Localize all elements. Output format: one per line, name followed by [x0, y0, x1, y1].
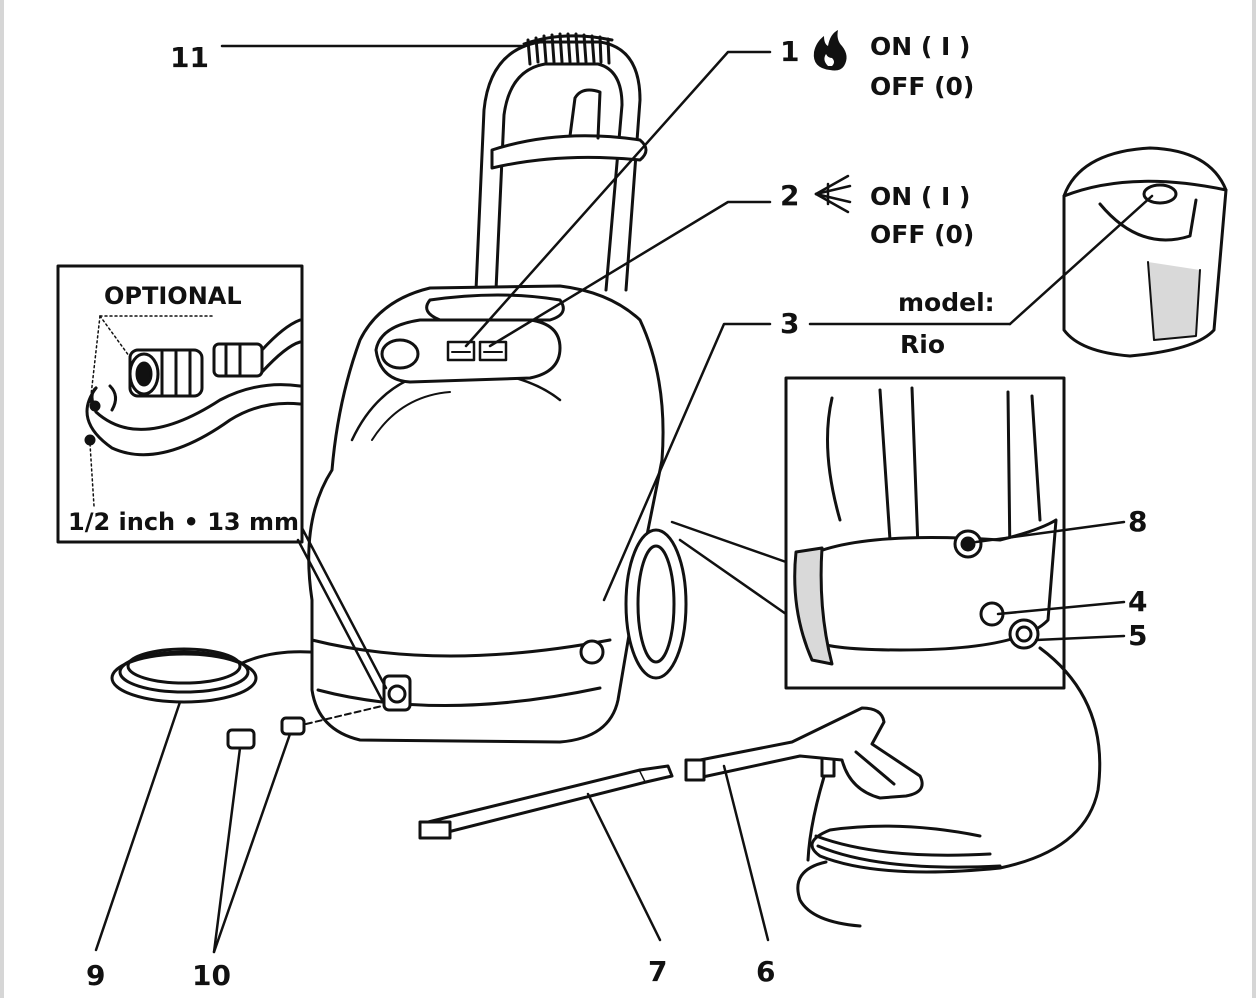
washer-body — [307, 284, 665, 744]
callout-8: 8 — [1128, 505, 1148, 538]
model-label: model: — [898, 288, 995, 317]
burner-switch-on-label: ON ( I ) — [870, 32, 971, 61]
hose-size-label: 1/2 inch • 13 mm — [68, 508, 299, 536]
callout-2: 2 — [780, 179, 800, 212]
optional-inset-box — [56, 264, 304, 544]
pump-switch-on-label: ON ( I ) — [870, 182, 971, 211]
model-rio-drawing — [1062, 146, 1228, 358]
callout-1: 1 — [780, 35, 800, 68]
page-border-left — [0, 0, 4, 998]
flame-icon — [813, 30, 847, 71]
handle-grip — [522, 32, 614, 66]
page-border-right — [1252, 0, 1256, 998]
optional-title: OPTIONAL — [104, 282, 242, 310]
burner-switch-off-label: OFF (0) — [870, 72, 975, 101]
pump-motor-icon — [814, 174, 852, 214]
lance — [418, 764, 674, 840]
callout-4: 4 — [1128, 585, 1148, 618]
spray-gun — [684, 706, 924, 800]
callout-3: 3 — [780, 307, 800, 340]
callout-9: 9 — [86, 959, 106, 992]
rear-detail-inset — [784, 376, 1066, 690]
callout-5: 5 — [1128, 619, 1148, 652]
power-cable — [110, 647, 312, 704]
callout-11: 11 — [170, 41, 209, 74]
model-name: Rio — [900, 330, 945, 359]
callout-10: 10 — [192, 959, 231, 992]
hose-connector — [212, 318, 302, 378]
pump-switch — [478, 340, 508, 362]
quick-coupler — [128, 348, 204, 398]
handle-drawing — [474, 40, 648, 292]
high-pressure-hose — [796, 646, 1102, 928]
callout-7: 7 — [648, 955, 668, 988]
callout-6: 6 — [756, 955, 776, 988]
pump-switch-off-label: OFF (0) — [870, 220, 975, 249]
wheel — [579, 528, 688, 680]
burner-switch — [446, 340, 476, 362]
water-inlet-fitting — [382, 674, 412, 712]
nozzles — [226, 705, 383, 750]
leader-lines — [94, 44, 1154, 954]
